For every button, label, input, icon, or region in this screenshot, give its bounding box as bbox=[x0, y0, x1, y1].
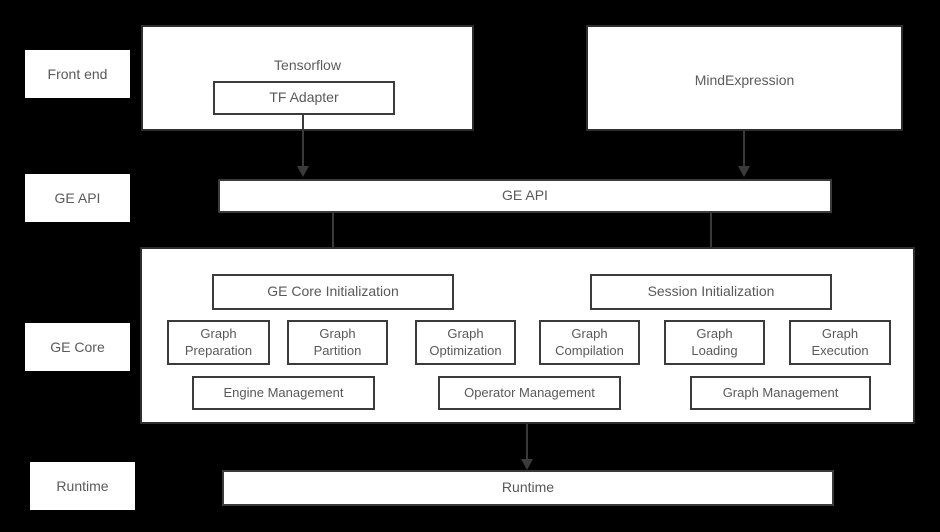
module-graph-optimization[interactable]: Graph Optimization bbox=[415, 320, 516, 365]
connector-ge-core-to-runtime bbox=[526, 424, 528, 461]
manager-graph-management[interactable]: Graph Management bbox=[690, 376, 871, 410]
connector-tf-adapter-to-ge-api bbox=[302, 114, 304, 168]
row-label-ge-core-text: GE Core bbox=[50, 339, 105, 355]
runtime-bar-label: Runtime bbox=[501, 479, 555, 496]
module-graph-loading[interactable]: Graph Loading bbox=[664, 320, 765, 365]
ge-core-initialization-box[interactable]: GE Core Initialization bbox=[212, 274, 454, 310]
session-initialization-box[interactable]: Session Initialization bbox=[590, 274, 832, 310]
mindexpression-container: MindExpression bbox=[586, 25, 903, 131]
module-graph-execution[interactable]: Graph Execution bbox=[789, 320, 891, 365]
arrowhead-mindexpression-to-ge-api bbox=[738, 166, 750, 177]
row-label-ge-api-text: GE API bbox=[54, 190, 101, 206]
ge-api-bar-label: GE API bbox=[502, 187, 548, 204]
manager-operator-management[interactable]: Operator Management bbox=[438, 376, 621, 410]
row-label-ge-api: GE API bbox=[25, 174, 130, 222]
module-graph-partition-line2: Partition bbox=[313, 342, 362, 358]
module-graph-compilation-line1: Graph bbox=[571, 326, 608, 342]
row-label-front-end-text: Front end bbox=[47, 66, 108, 82]
manager-engine-management-label: Engine Management bbox=[223, 384, 344, 400]
connector-mindexpression-to-ge-api bbox=[743, 131, 745, 168]
module-graph-preparation-line1: Graph bbox=[200, 326, 237, 342]
module-graph-partition-line1: Graph bbox=[319, 326, 356, 342]
tensorflow-container: Tensorflow bbox=[141, 25, 474, 131]
session-initialization-label: Session Initialization bbox=[647, 283, 775, 300]
module-graph-compilation[interactable]: Graph Compilation bbox=[539, 320, 640, 365]
mindexpression-label: MindExpression bbox=[694, 72, 795, 88]
row-label-front-end: Front end bbox=[25, 50, 130, 98]
module-graph-loading-line2: Loading bbox=[691, 342, 738, 358]
row-label-runtime-text: Runtime bbox=[56, 478, 109, 494]
tf-adapter-label: TF Adapter bbox=[269, 89, 339, 106]
module-graph-optimization-line2: Optimization bbox=[429, 342, 502, 358]
manager-engine-management[interactable]: Engine Management bbox=[192, 376, 375, 410]
row-label-runtime: Runtime bbox=[30, 462, 135, 510]
tensorflow-label: Tensorflow bbox=[274, 57, 341, 73]
connector-ge-api-to-ge-core-init bbox=[332, 213, 334, 261]
manager-operator-management-label: Operator Management bbox=[464, 384, 595, 400]
tf-adapter-box[interactable]: TF Adapter bbox=[213, 81, 395, 115]
module-graph-execution-line2: Execution bbox=[811, 342, 869, 358]
ge-core-initialization-label: GE Core Initialization bbox=[267, 283, 399, 300]
module-graph-optimization-line1: Graph bbox=[447, 326, 484, 342]
module-graph-compilation-line2: Compilation bbox=[555, 342, 624, 358]
ge-api-bar[interactable]: GE API bbox=[218, 179, 832, 213]
connector-ge-api-to-session-init bbox=[710, 213, 712, 261]
arrowhead-ge-core-to-runtime bbox=[521, 459, 533, 470]
runtime-bar[interactable]: Runtime bbox=[222, 470, 834, 506]
module-graph-partition[interactable]: Graph Partition bbox=[287, 320, 388, 365]
manager-graph-management-label: Graph Management bbox=[722, 384, 839, 400]
row-label-ge-core: GE Core bbox=[25, 323, 130, 371]
module-graph-loading-line1: Graph bbox=[696, 326, 733, 342]
module-graph-preparation[interactable]: Graph Preparation bbox=[167, 320, 270, 365]
arrowhead-tf-adapter-to-ge-api bbox=[297, 166, 309, 177]
module-graph-preparation-line2: Preparation bbox=[184, 342, 253, 358]
module-graph-execution-line1: Graph bbox=[821, 326, 859, 342]
